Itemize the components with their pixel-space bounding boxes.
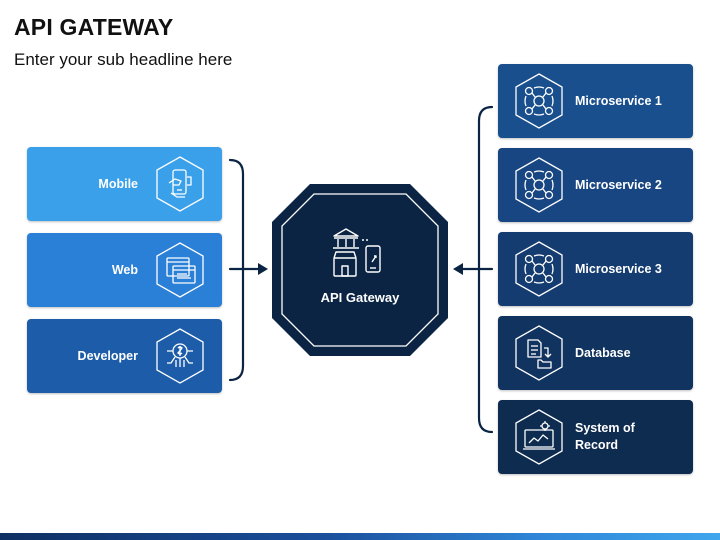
developer-chip-icon [156, 328, 204, 384]
client-card-mobile[interactable]: Mobile [27, 147, 222, 221]
client-card-developer[interactable]: Developer [27, 319, 222, 393]
left-arrowhead [258, 263, 268, 275]
network-hub-icon [515, 241, 563, 297]
service-card-system-of-record[interactable]: System of Record [498, 400, 693, 474]
page-subtitle: Enter your sub headline here [14, 50, 233, 69]
service-card-microservice-3[interactable]: Microservice 3 [498, 232, 693, 306]
service-card-microservice-1[interactable]: Microservice 1 [498, 64, 693, 138]
service-label: System of Record [575, 421, 635, 452]
service-label: Microservice 2 [575, 177, 662, 192]
page-title: API GATEWAY [14, 14, 174, 40]
client-label: Web [111, 262, 138, 277]
mobile-hand-icon [156, 156, 204, 212]
web-browser-icon [156, 242, 204, 298]
right-arrowhead [453, 263, 463, 275]
analytics-monitor-icon [515, 409, 563, 465]
network-hub-icon [515, 73, 563, 129]
client-label: Mobile [98, 176, 138, 191]
bank-store-mobile-icon [333, 228, 381, 277]
bottom-accent-bar [0, 533, 720, 540]
gateway-label: API Gateway [320, 290, 400, 305]
gateway-octagon [272, 184, 448, 356]
client-label: Developer [77, 348, 138, 363]
service-label: Database [575, 345, 631, 360]
service-card-microservice-2[interactable]: Microservice 2 [498, 148, 693, 222]
service-card-database[interactable]: Database [498, 316, 693, 390]
service-label: Microservice 1 [575, 93, 662, 108]
gateway-octagon-inner [281, 193, 439, 347]
database-documents-icon [515, 325, 563, 381]
network-hub-icon [515, 157, 563, 213]
client-card-web[interactable]: Web [27, 233, 222, 307]
service-label: Microservice 3 [575, 261, 662, 276]
